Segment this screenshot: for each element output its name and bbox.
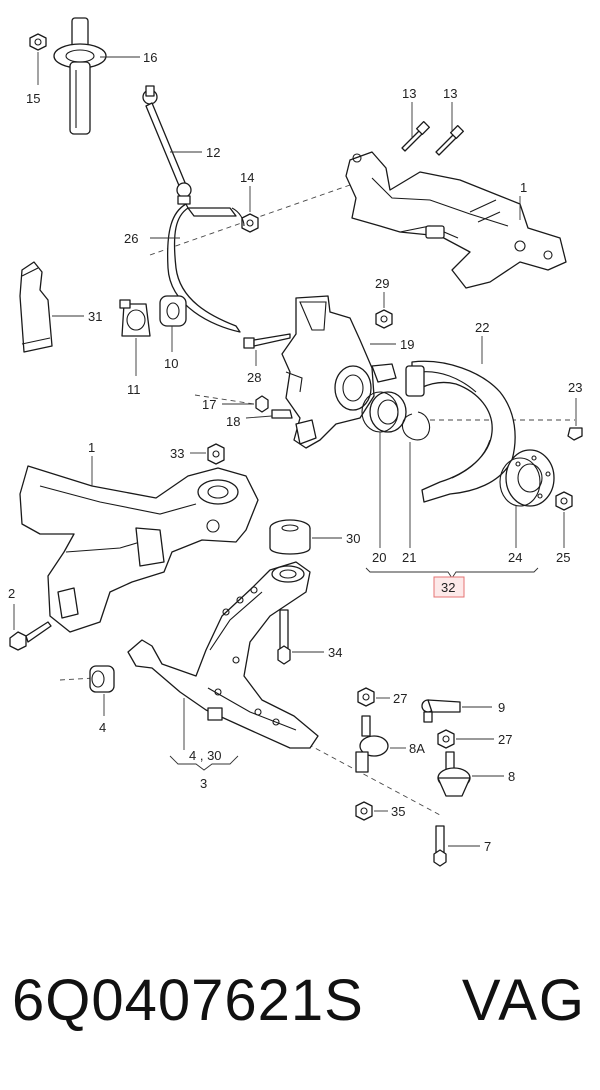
callout-21: 21 (402, 550, 416, 565)
callout-27-right: 27 (498, 732, 512, 747)
axis-line-arm (59, 677, 96, 681)
callout-26: 26 (124, 231, 138, 246)
callout-17: 17 (202, 397, 216, 412)
splash-shield (405, 360, 516, 503)
subframe-bolt (9, 621, 52, 651)
balljoint-nut-lower (355, 801, 373, 821)
callout-1-lower: 1 (88, 440, 95, 455)
footer: 6Q0407621S VAG (0, 955, 600, 1075)
stop-bolt (255, 395, 269, 413)
callout-8a: 8A (409, 741, 425, 756)
exploded-parts-diagram: 15 16 12 13 13 1 14 (8, 17, 583, 867)
callout-32: 32 (441, 580, 455, 595)
axis-line-knuckle (194, 394, 261, 406)
callout-22: 22 (475, 320, 489, 335)
wheel-hub (499, 449, 555, 507)
balljoint-nut-right (437, 729, 455, 749)
control-arm (127, 561, 319, 749)
arm-bolt (277, 609, 291, 665)
callout-8: 8 (508, 769, 515, 784)
pinch-bolt (271, 409, 293, 419)
callout-2: 2 (8, 586, 15, 601)
callout-1-top: 1 (520, 180, 527, 195)
wheel-bolt (567, 427, 583, 441)
callout-4-30: 4 , 30 (189, 748, 222, 763)
stabilizer-link (142, 85, 192, 205)
brand-name: VAG (461, 968, 586, 1033)
strut-nut (29, 33, 47, 51)
grease-tube (19, 261, 53, 353)
circlip (401, 411, 431, 441)
callout-34: 34 (328, 645, 342, 660)
callout-25: 25 (556, 550, 570, 565)
ball-joint-8 (437, 751, 471, 797)
balljoint-nut-top (357, 687, 375, 707)
callout-11: 11 (127, 382, 141, 397)
highlight-box-32 (433, 576, 465, 598)
callout-27-top: 27 (393, 691, 407, 706)
rear-bush (269, 519, 311, 555)
knuckle-nut (375, 309, 393, 329)
callout-3: 3 (200, 776, 207, 791)
callout-20: 20 (372, 550, 386, 565)
part-number: 6Q0407621S (12, 968, 364, 1033)
callout-4: 4 (99, 720, 106, 735)
steering-knuckle (281, 295, 397, 449)
callout-23: 23 (568, 380, 582, 395)
callout-35: 35 (391, 804, 405, 819)
hub-nut (555, 491, 573, 511)
subframe-nut (207, 443, 225, 465)
stabilizer-bush (159, 295, 187, 327)
callout-9: 9 (498, 700, 505, 715)
subframe-bolt-right (435, 124, 465, 156)
callout-19: 19 (400, 337, 414, 352)
callout-16: 16 (143, 50, 157, 65)
callout-29: 29 (375, 276, 389, 291)
callout-12: 12 (206, 145, 220, 160)
callout-33: 33 (170, 446, 184, 461)
group-bracket-3 (169, 755, 239, 771)
ball-joint-8a (355, 715, 389, 773)
knuckle-bolt (243, 333, 291, 349)
strut-assembly (53, 17, 107, 135)
callout-15: 15 (26, 91, 40, 106)
callout-14: 14 (240, 170, 254, 185)
callout-24: 24 (508, 550, 522, 565)
callout-28: 28 (247, 370, 261, 385)
balljoint-link (421, 699, 461, 723)
callout-13-left: 13 (402, 86, 416, 101)
callout-31: 31 (88, 309, 102, 324)
wheel-bearing (361, 391, 407, 433)
callout-7: 7 (484, 839, 491, 854)
subframe-lower (19, 465, 259, 633)
callout-18: 18 (226, 414, 240, 429)
subframe-bolt-left (401, 120, 431, 152)
subframe-top (345, 151, 567, 289)
stabilizer-clamp (119, 299, 151, 337)
front-bush (89, 665, 115, 693)
callout-10: 10 (164, 356, 178, 371)
callout-13-right: 13 (443, 86, 457, 101)
bracket-nut (241, 213, 259, 233)
pinch-bolt-lower (433, 825, 447, 867)
callout-30: 30 (346, 531, 360, 546)
